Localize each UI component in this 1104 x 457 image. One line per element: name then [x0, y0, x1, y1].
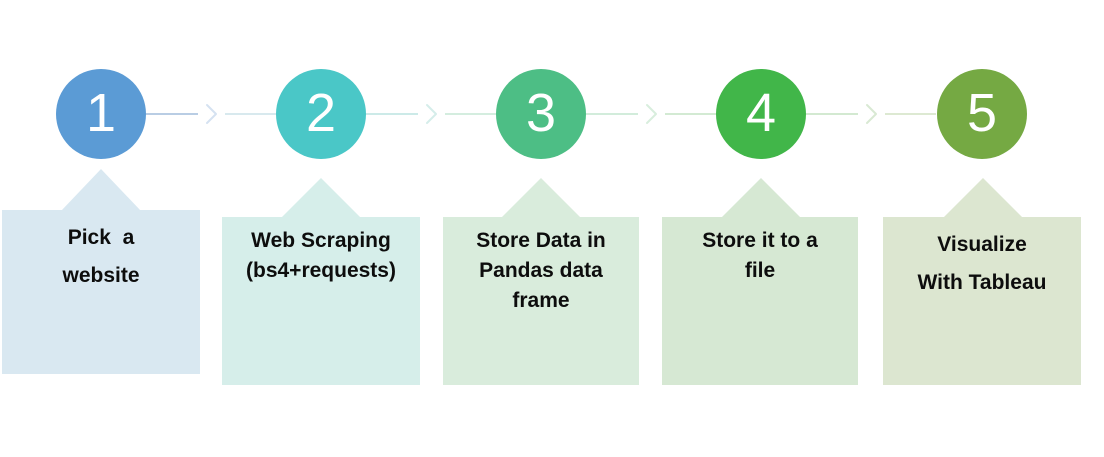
chevron-right-icon [645, 102, 658, 126]
step-2-circle: 2 [276, 69, 366, 159]
connector-3-4 [586, 102, 716, 126]
step-1-circle: 1 [56, 69, 146, 159]
step-1-label-line: website [62, 264, 140, 287]
step-3-label-line: Store Data in [476, 229, 606, 252]
connector-line [444, 113, 496, 115]
step-2-label-line: (bs4+requests) [246, 259, 396, 282]
step-4-circle: 4 [716, 69, 806, 159]
chevron-right-icon [425, 102, 438, 126]
step-2-box: Web Scraping (bs4+requests) [222, 217, 420, 385]
step-4-label-line: Store it to a [702, 229, 818, 252]
chevron-right-icon [865, 102, 878, 126]
connector-line [586, 113, 638, 115]
connector-line [146, 113, 198, 115]
step-1-label-line: Pick a [67, 226, 135, 249]
chevron-right-icon [205, 102, 218, 126]
step-1-box: Pick a website [2, 210, 200, 374]
step-4-pointer [721, 178, 801, 218]
connector-4-5 [806, 102, 936, 126]
step-3-pointer [501, 178, 581, 218]
step-3-circle: 3 [496, 69, 586, 159]
connector-line [664, 113, 716, 115]
step-3-label-line: frame [512, 289, 570, 312]
step-4-box: Store it to a file [662, 217, 858, 385]
step-5-label-line: Visualize [937, 233, 1027, 256]
step-4-label-line: file [744, 259, 776, 282]
step-2-label-line: Web Scraping [251, 229, 391, 252]
connector-line [884, 113, 936, 115]
step-5-pointer [943, 178, 1023, 218]
step-5-box: Visualize With Tableau [883, 217, 1081, 385]
step-1-pointer [61, 169, 141, 211]
connector-line [224, 113, 276, 115]
step-3-box: Store Data in Pandas data frame [443, 217, 639, 385]
step-3-label-line: Pandas data [479, 259, 603, 282]
connector-line [806, 113, 858, 115]
connector-2-3 [366, 102, 496, 126]
connector-1-2 [146, 102, 276, 126]
connector-line [366, 113, 418, 115]
step-2-pointer [281, 178, 361, 218]
step-5-circle: 5 [937, 69, 1027, 159]
step-5-label-line: With Tableau [917, 271, 1047, 294]
